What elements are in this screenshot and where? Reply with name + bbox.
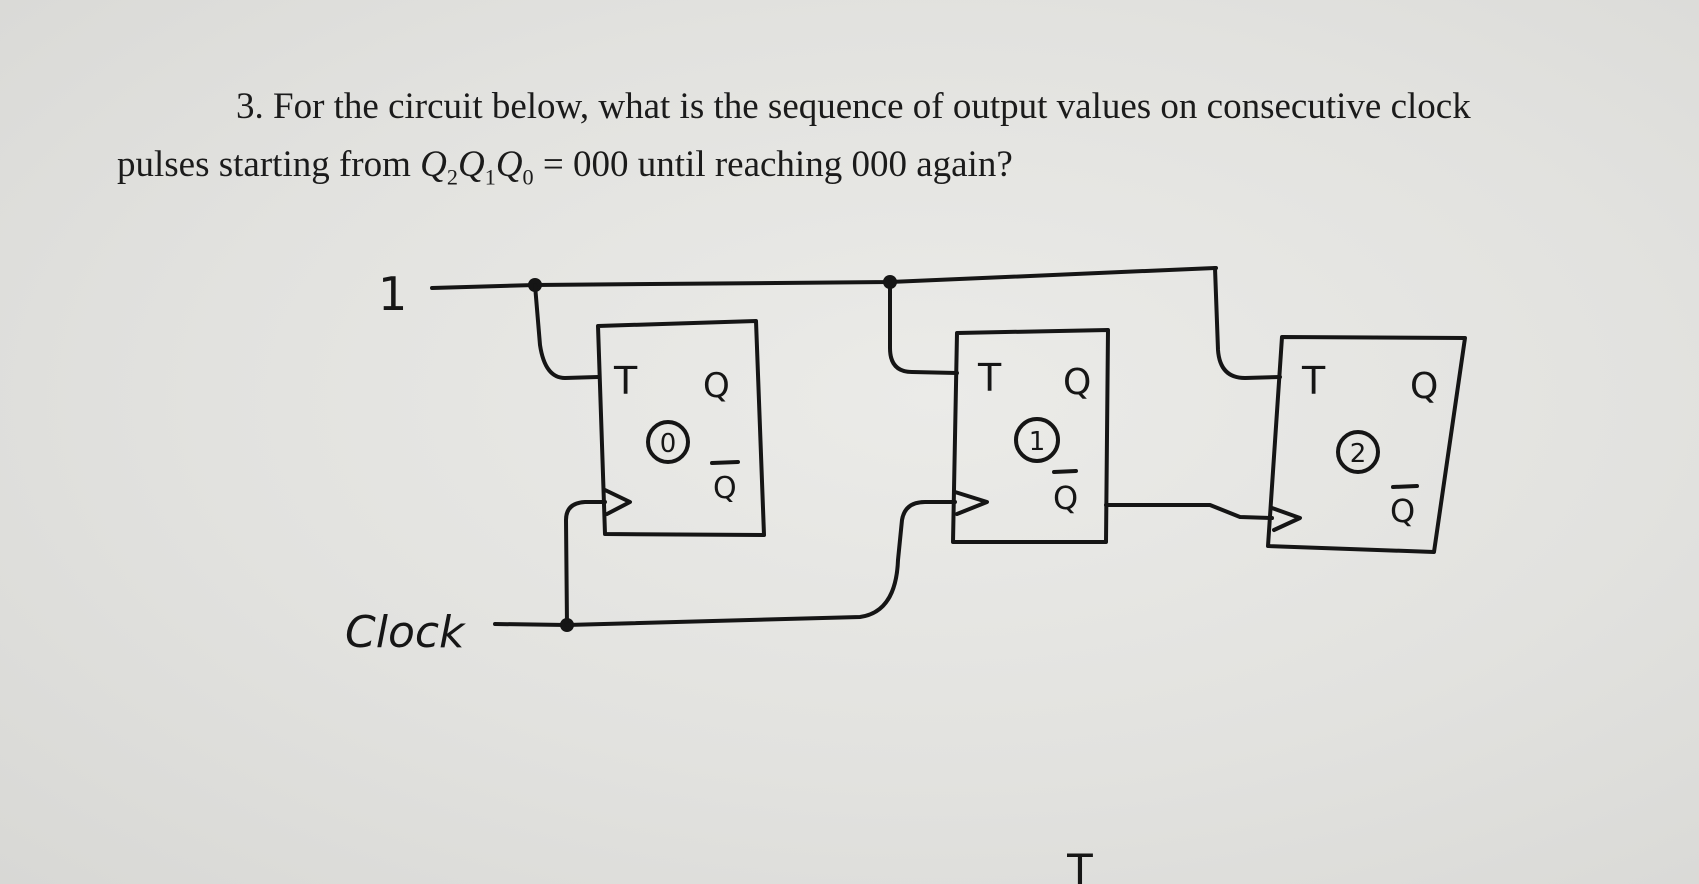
ff0-t-label: T — [613, 359, 638, 403]
flip-flop-0: T Q 0 Q — [596, 319, 766, 537]
ff0-clock-triangle — [603, 488, 632, 516]
ff1-q-label: Q — [1063, 362, 1091, 403]
ff2-t-label: T — [1301, 359, 1326, 403]
ff2-qbar-overbar — [1391, 484, 1419, 489]
ff1-t-label: T — [977, 356, 1002, 400]
ff1-qbar-label: Q — [1053, 479, 1078, 517]
question-line-1: 3. For the circuit below, what is the se… — [117, 78, 1617, 136]
question-number: 3. — [236, 86, 264, 127]
flip-flop-1: T Q 1 Q — [951, 328, 1110, 544]
ff0-qbar-label: Q — [713, 471, 737, 506]
ff2-clock-triangle — [1270, 506, 1302, 532]
flip-flop-2: T Q 2 Q — [1266, 335, 1467, 554]
ff2-q-label: Q — [1410, 366, 1438, 407]
clock-main-wire — [493, 622, 569, 627]
question-line-2-end: = 000 until reaching 000 again? — [542, 144, 1013, 185]
question-line-1-text: For the circuit below, what is the seque… — [273, 86, 1471, 127]
state-var-q0: Q0 — [495, 144, 534, 190]
ff0-box — [596, 319, 766, 537]
ff1-qbar-overbar — [1052, 469, 1078, 474]
ff1-clock-triangle — [953, 490, 989, 516]
state-var-q2: Q2 — [420, 144, 458, 190]
ff2-qbar-label: Q — [1390, 492, 1415, 530]
clock-to-ff1-wire — [565, 500, 957, 627]
ff2-id-label: 2 — [1350, 439, 1367, 469]
ff0-qbar-overbar — [710, 460, 740, 465]
clock-to-ff0-wire — [564, 500, 607, 627]
bottom-stray-mark: T — [1066, 845, 1093, 884]
t0-input-wire — [533, 283, 600, 380]
ff1-qbar-to-ff2-clock-wire — [1104, 503, 1274, 520]
ff1-id-label: 1 — [1029, 427, 1046, 457]
t1-input-wire — [888, 280, 959, 375]
ff0-q-label: Q — [703, 366, 730, 406]
question-text: 3. For the circuit below, what is the se… — [117, 78, 1617, 206]
question-line-2-start: pulses starting from — [117, 144, 411, 185]
ff0-id-circle — [646, 420, 690, 464]
ff1-id-circle — [1014, 417, 1060, 463]
input-one-wire — [430, 266, 1218, 290]
clock-label: Clock — [345, 607, 466, 658]
input-one-label: 1 — [378, 267, 407, 321]
state-variables: Q2Q1Q0 — [420, 144, 534, 190]
state-var-q1: Q1 — [457, 144, 496, 190]
ff1-box — [951, 328, 1110, 544]
t2-input-wire — [1213, 266, 1282, 380]
question-line-2: pulses starting from Q2Q1Q0 = 000 until … — [117, 136, 1617, 206]
ff2-id-circle — [1336, 430, 1380, 474]
ff0-id-label: 0 — [660, 429, 677, 459]
ff2-box — [1266, 335, 1467, 554]
